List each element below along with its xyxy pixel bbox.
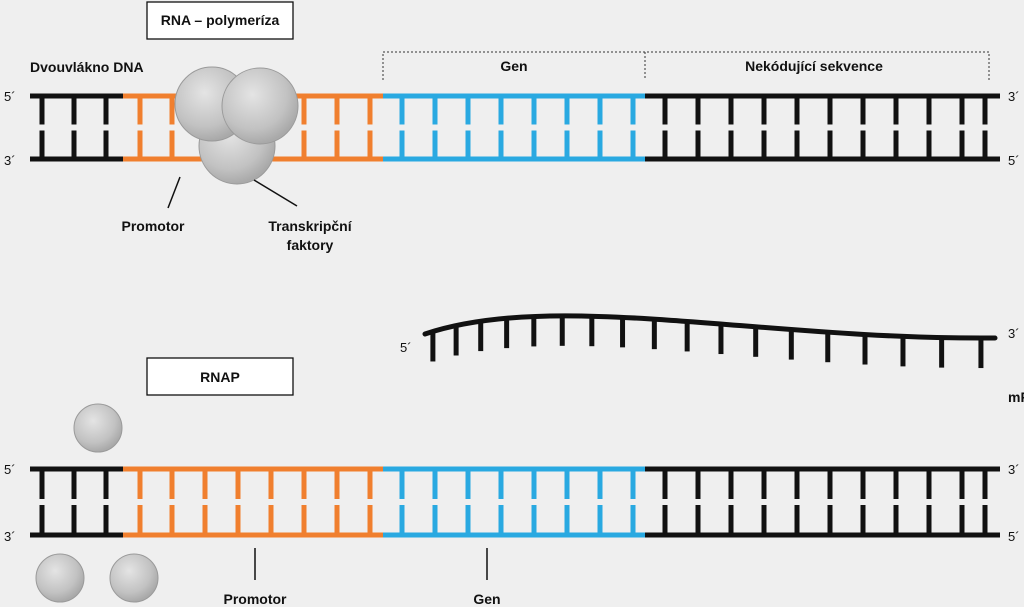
gene-label-bottom: Gen: [473, 591, 500, 607]
dna-double-strand-top: [30, 93, 1000, 162]
dna-label: Dvouvlákno DNA: [30, 59, 144, 75]
region-bracket: [382, 51, 990, 80]
bottom-end-left-3: 3´: [4, 529, 16, 544]
bottom-end-right-3: 3´: [1008, 462, 1020, 477]
gene-region-label: Gen: [500, 58, 527, 74]
bottom-end-left-5: 5´: [4, 462, 16, 477]
tf-pointer: [253, 179, 298, 207]
mrna-backbone: [422, 313, 998, 341]
bottom-end-right-5: 5´: [1008, 529, 1020, 544]
free-protein-ball: [35, 553, 85, 603]
transcription-factor-ball: [221, 67, 299, 145]
rna-polymerase-label: RNA – polymeríza: [161, 12, 280, 28]
noncoding-region-label: Nekódující sekvence: [745, 58, 883, 74]
tf-label-line1: Transkripční: [268, 218, 352, 234]
top-end-right-5: 5´: [1008, 153, 1020, 168]
dna-double-strand-bottom: [30, 466, 1000, 538]
free-protein-ball: [109, 553, 159, 603]
transcription-factor-cluster: [174, 66, 299, 185]
top-end-left-5: 5´: [4, 89, 16, 104]
mrna-end-5: 5´: [400, 340, 412, 355]
top-end-right-3: 3´: [1008, 89, 1020, 104]
rnap-box: RNAP: [146, 357, 294, 396]
rnap-label: RNAP: [200, 369, 240, 385]
tf-label-line2: faktory: [287, 237, 334, 253]
mrna-end-3: 3´: [1008, 326, 1020, 341]
promoter-label-bottom: Promotor: [224, 591, 288, 607]
top-end-left-3: 3´: [4, 153, 16, 168]
promoter-label-top: Promotor: [122, 218, 186, 234]
free-protein-ball: [73, 403, 123, 453]
promoter-pointer: [167, 176, 181, 209]
mrna-strand: [422, 313, 998, 369]
rna-polymerase-box: RNA – polymeríza: [146, 1, 294, 40]
